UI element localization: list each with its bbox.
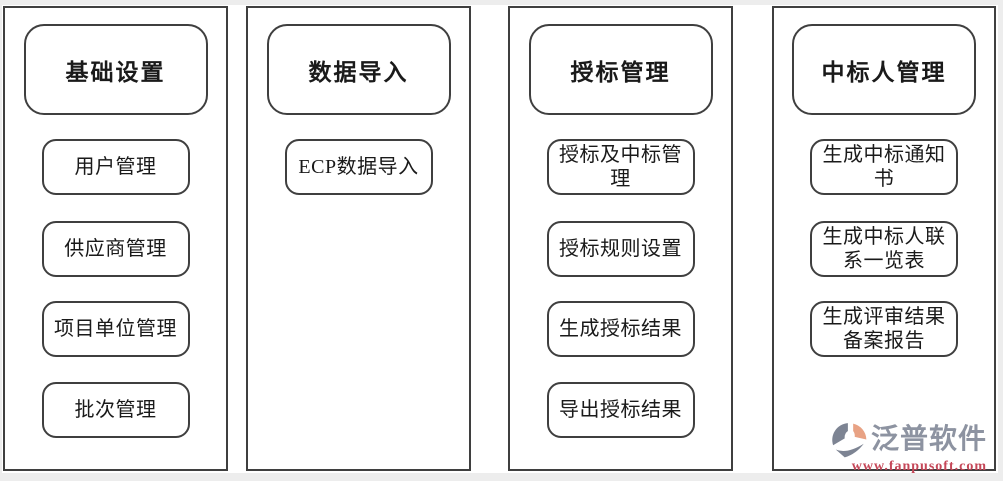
- item-label: 用户管理: [74, 156, 157, 178]
- item-winner-management-1: 生成中标人联系一览表: [810, 221, 958, 277]
- item-label: 授标及中标管理: [559, 144, 682, 190]
- page-frame-top: [0, 0, 1003, 5]
- column-header-award-management: 授标管理: [528, 24, 713, 115]
- column-header-basic-settings: 基础设置: [23, 24, 208, 115]
- item-basic-settings-2: 项目单位管理: [41, 301, 190, 357]
- watermark-brand-row: 泛普软件: [831, 421, 987, 459]
- column-basic-settings: 基础设置用户管理供应商管理项目单位管理批次管理: [3, 6, 228, 471]
- item-award-management-0: 授标及中标管理: [546, 139, 695, 195]
- item-basic-settings-3: 批次管理: [41, 382, 190, 438]
- item-data-import-0: ECP数据导入: [284, 139, 433, 195]
- item-label: ECP数据导入: [298, 156, 419, 178]
- item-basic-settings-0: 用户管理: [41, 139, 190, 195]
- page-frame-left: [0, 0, 2, 481]
- page-frame-bottom: [0, 473, 1003, 481]
- item-label: 生成授标结果: [559, 318, 682, 340]
- item-label: 批次管理: [74, 399, 157, 421]
- item-label: 授标规则设置: [559, 238, 682, 260]
- watermark-brand: 泛普软件: [870, 424, 987, 455]
- column-award-management: 授标管理授标及中标管理授标规则设置生成授标结果导出授标结果: [508, 6, 733, 471]
- column-data-import: 数据导入 ECP数据导入: [246, 6, 471, 471]
- column-header-data-import: 数据导入: [266, 24, 451, 115]
- item-winner-management-2: 生成评审结果备案报告: [810, 301, 958, 357]
- item-award-management-3: 导出授标结果: [546, 382, 695, 438]
- item-label: 项目单位管理: [54, 318, 177, 340]
- watermark-url: www.fanpusoft.com: [851, 459, 987, 474]
- item-label: 生成中标人联系一览表: [822, 226, 946, 272]
- column-winner-management: 中标人管理生成中标通知书生成中标人联系一览表生成评审结果备案报告: [772, 6, 996, 471]
- column-header-winner-management: 中标人管理: [792, 24, 976, 115]
- item-label: 供应商管理: [64, 238, 167, 260]
- watermark: 泛普软件 www.fanpusoft.com: [831, 421, 987, 474]
- item-label: 导出授标结果: [559, 399, 682, 421]
- item-basic-settings-1: 供应商管理: [41, 221, 190, 277]
- item-award-management-1: 授标规则设置: [546, 221, 695, 277]
- page-frame-right: [998, 0, 1003, 481]
- item-label: 生成中标通知书: [822, 144, 946, 190]
- item-winner-management-0: 生成中标通知书: [810, 139, 958, 195]
- item-award-management-2: 生成授标结果: [546, 301, 695, 357]
- fanpu-logo-icon: [832, 423, 867, 458]
- item-label: 生成评审结果备案报告: [822, 306, 946, 352]
